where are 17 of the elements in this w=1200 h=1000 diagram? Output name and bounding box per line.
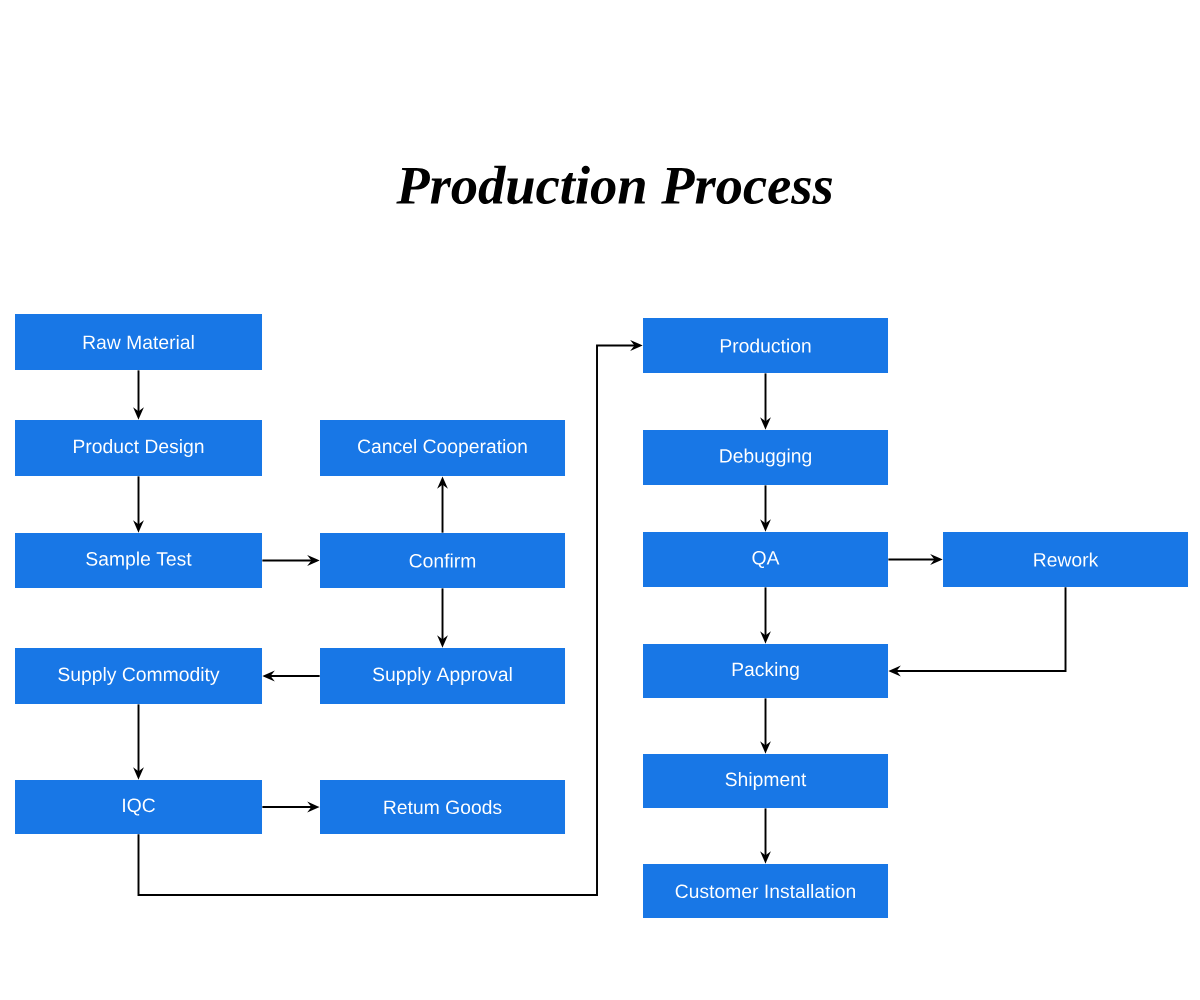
process-box: Rework (943, 532, 1188, 587)
process-box: Product Design (15, 420, 262, 476)
process-box: Confirm (320, 533, 565, 588)
process-box: QA (643, 532, 888, 587)
process-box: Raw Material (15, 314, 262, 370)
process-box: Retum Goods (320, 780, 565, 834)
process-box: Customer Installation (643, 864, 888, 918)
process-box: Packing (643, 644, 888, 698)
process-box: Supply Approval (320, 648, 565, 704)
process-box: Sample Test (15, 533, 262, 588)
process-box: IQC (15, 780, 262, 834)
title: Production Process (396, 165, 833, 205)
process-box: Shipment (643, 754, 888, 808)
process-box: Supply Commodity (15, 648, 262, 704)
process-box: Production (643, 318, 888, 373)
process-box: Cancel Cooperation (320, 420, 565, 476)
process-box: Debugging (643, 430, 888, 485)
